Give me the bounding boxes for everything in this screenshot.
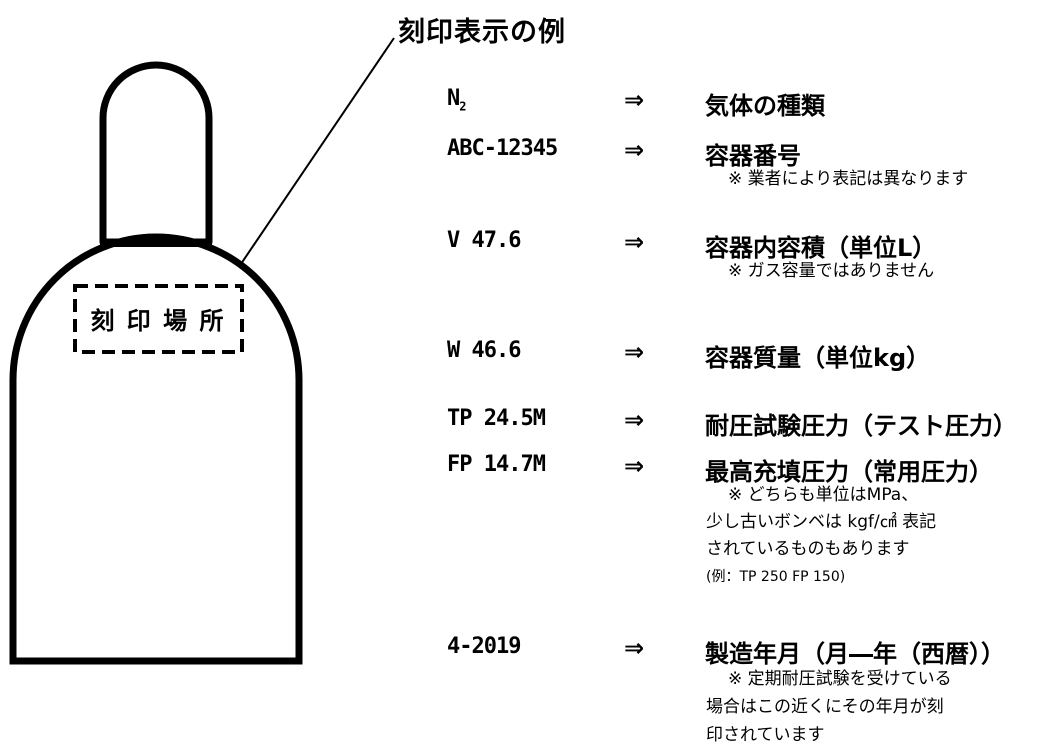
code-volume: V 47.6 bbox=[447, 228, 521, 253]
code-manufacture-date: 4-2019 bbox=[447, 634, 521, 659]
arrow-icon: ⇒ bbox=[624, 406, 645, 434]
code-fill-pressure: FP 14.7M bbox=[447, 452, 546, 477]
stamp-area-box bbox=[73, 284, 244, 354]
diagram-title: 刻印表示の例 bbox=[398, 17, 566, 48]
note-fill-pressure-1: ※ どちらも単位はMPa、 bbox=[728, 485, 919, 505]
note-manufacture-date-1: ※ 定期耐圧試験を受けている bbox=[728, 669, 952, 689]
label-fill-pressure: 最高充填圧力（常用圧力） bbox=[705, 458, 993, 486]
label-manufacture-date: 製造年月（月―年（西暦）） bbox=[705, 640, 1005, 668]
arrow-icon: ⇒ bbox=[624, 86, 645, 114]
note-fill-pressure-4: (例：TP 250 FP 150) bbox=[706, 569, 846, 585]
cylinder-cap bbox=[99, 61, 213, 246]
label-gas-type: 気体の種類 bbox=[705, 92, 825, 120]
arrow-icon: ⇒ bbox=[624, 136, 645, 164]
note-fill-pressure-3: されているものもあります bbox=[706, 539, 910, 559]
arrow-icon: ⇒ bbox=[624, 338, 645, 366]
arrow-icon: ⇒ bbox=[624, 452, 645, 480]
row-mass: W 46.6 ⇒ 容器質量（単位kg） bbox=[0, 338, 1051, 378]
row-gas-type: N2 ⇒ 気体の種類 bbox=[0, 86, 1051, 126]
code-gas: N2 bbox=[447, 86, 467, 114]
label-mass: 容器質量（単位kg） bbox=[705, 344, 931, 372]
row-container-number: ABC-12345 ⇒ 容器番号 ※ 業者により表記は異なります bbox=[0, 136, 1051, 189]
code-container-number: ABC-12345 bbox=[447, 136, 558, 161]
arrow-icon: ⇒ bbox=[624, 634, 645, 662]
pointer-line bbox=[225, 37, 395, 287]
note-container-number: ※ 業者により表記は異なります bbox=[728, 169, 969, 189]
row-volume: V 47.6 ⇒ 容器内容積（単位L） ※ ガス容量ではありません bbox=[0, 228, 1051, 281]
row-fill-pressure: FP 14.7M ⇒ 最高充填圧力（常用圧力） ※ どちらも単位はMPa、 少し… bbox=[0, 452, 1051, 585]
arrow-icon: ⇒ bbox=[624, 228, 645, 256]
row-test-pressure: TP 24.5M ⇒ 耐圧試験圧力（テスト圧力） bbox=[0, 406, 1051, 446]
note-volume: ※ ガス容量ではありません bbox=[728, 261, 935, 281]
label-container-number: 容器番号 bbox=[705, 142, 801, 170]
row-manufacture-date: 4-2019 ⇒ 製造年月（月―年（西暦）） ※ 定期耐圧試験を受けている 場合… bbox=[0, 634, 1051, 745]
stamp-area-label: 刻 印 場 所 bbox=[90, 307, 225, 335]
note-manufacture-date-3: 印されています bbox=[706, 725, 825, 745]
note-fill-pressure-2: 少し古いボンベは kgf/㎠ 表記 bbox=[706, 512, 937, 532]
code-mass: W 46.6 bbox=[447, 338, 521, 363]
label-volume: 容器内容積（単位L） bbox=[705, 234, 937, 262]
note-manufacture-date-2: 場合はこの近くにその年月が刻 bbox=[706, 697, 944, 717]
code-test-pressure: TP 24.5M bbox=[447, 406, 546, 431]
label-test-pressure: 耐圧試験圧力（テスト圧力） bbox=[705, 412, 1017, 440]
